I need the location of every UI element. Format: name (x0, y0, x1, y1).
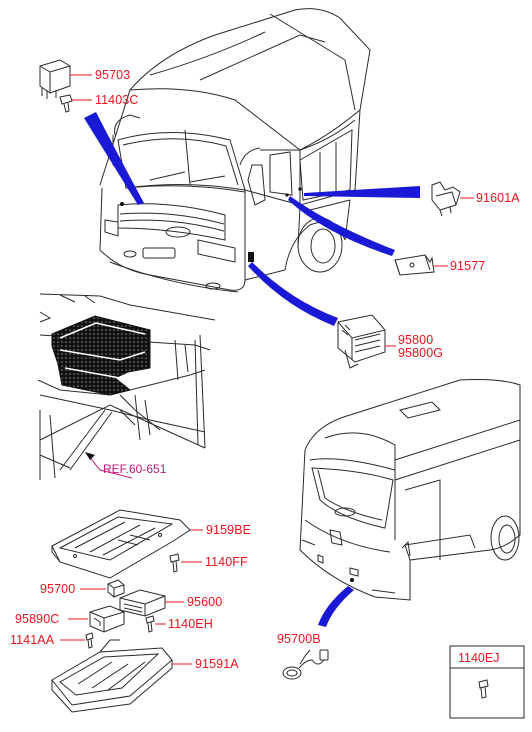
label-95800g: 95800G (398, 346, 444, 360)
part-95700b-sensor (282, 649, 329, 680)
part-95700-unit (80, 579, 125, 598)
part-11403c-bolt (59, 94, 92, 113)
floor-panel-outline (59, 322, 146, 379)
part-95600-module (119, 589, 184, 617)
label-1140ff: 1140FF (205, 555, 248, 569)
label-91591a: 91591A (195, 657, 239, 671)
bolt-icon (478, 679, 489, 699)
part-95890c-module (68, 605, 125, 633)
floor-frame-assembly (37, 293, 216, 480)
label-1141aa: 1141AA (10, 633, 55, 647)
label-95700b: 95700B (277, 632, 321, 646)
bus-front-view (99, 8, 371, 293)
label-95800: 95800 (398, 333, 434, 347)
part-95703-relay (39, 59, 92, 99)
mount-point-95800 (248, 252, 254, 262)
mount-point-95700b (350, 578, 354, 582)
mount-point-91577 (285, 193, 289, 197)
label-91577: 91577 (450, 259, 486, 273)
part-1141aa-bolt (60, 632, 94, 649)
label-91601a: 91601A (476, 191, 520, 205)
label-9159be: 9159BE (206, 523, 252, 537)
ref-arrow (85, 452, 95, 460)
part-95800-module (337, 314, 396, 369)
mount-point-91601a (298, 187, 302, 191)
ref-leader (87, 454, 133, 479)
label-11403c: 11403C (95, 93, 139, 107)
reference-label: REF.60-651 (103, 462, 167, 476)
label-95703: 95703 (95, 68, 131, 82)
label-95600: 95600 (187, 595, 223, 609)
part-91577-bracket (394, 254, 448, 276)
leader-arrows-front (84, 112, 420, 326)
inset-box-label: 1140EJ (458, 651, 500, 665)
floor-hatched-panel (51, 315, 151, 396)
inset-box-1140ej (449, 645, 525, 719)
part-91601a-clip (431, 181, 474, 217)
label-95700: 95700 (40, 582, 76, 596)
bus-rear-view (299, 379, 521, 601)
part-1140ff-bolt (169, 553, 202, 573)
leader-arrow-rear (318, 586, 354, 627)
part-1140eh-bolt (145, 615, 166, 633)
label-95890c: 95890C (15, 612, 60, 626)
mount-point-front-module (120, 202, 124, 206)
part-9159be-tray (51, 509, 203, 579)
part-91591a-cover (51, 639, 192, 713)
label-1140eh: 1140EH (168, 617, 213, 631)
